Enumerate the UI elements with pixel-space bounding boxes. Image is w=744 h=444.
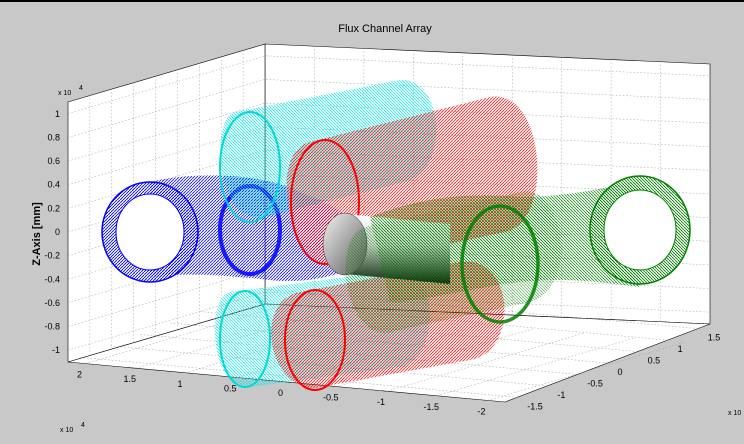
z-tick-label: -0.4 — [44, 274, 60, 284]
y-tick-label: 0 — [618, 367, 623, 377]
series-green-channel — [345, 175, 691, 333]
z-axis-ticks: -1 -0.8 -0.6 -0.4 -0.2 0 0.2 0.4 0.6 0.8 1 — [44, 109, 60, 355]
x-tick-label: 0 — [278, 388, 283, 398]
y-tick-label: -0.5 — [587, 378, 603, 388]
z-tick-label: -0.2 — [44, 251, 60, 261]
x-tick-label: 1 — [177, 379, 182, 389]
y-tick-label: 1 — [678, 344, 683, 354]
y-multiplier: x 10 — [728, 410, 741, 417]
z-multiplier-base: x 10 — [58, 90, 71, 97]
grid-line — [386, 332, 585, 392]
y-tick-label: 0.5 — [648, 356, 661, 366]
x-axis-ticks: 2 1.5 1 0.5 0 -0.5 -1 -1.5 -2 — [77, 370, 486, 417]
z-tick-label: 1 — [55, 109, 60, 119]
x-tick-label: 1.5 — [123, 374, 136, 384]
z-tick-label: -1 — [52, 345, 60, 355]
x-multiplier-base: x 10 — [60, 427, 73, 434]
z-tick-label: 0.4 — [47, 180, 60, 190]
grid-line — [487, 342, 685, 401]
y-tick-label: 1.5 — [708, 333, 721, 343]
z-multiplier-exp: 4 — [79, 85, 83, 92]
z-tick-label: 0 — [55, 227, 60, 237]
chart-title: Flux Channel Array — [338, 23, 432, 35]
y-axis-ticks: -1.5 -1 -0.5 0 0.5 1 1.5 — [527, 333, 720, 412]
z-tick-label: 0.8 — [47, 132, 60, 142]
z-axis-label: Z-Axis [mm] — [31, 202, 43, 266]
x-tick-label: -0.5 — [323, 393, 339, 403]
z-tick-label: -0.8 — [44, 322, 60, 332]
grid-line — [85, 305, 283, 364]
x-multiplier: x 10 4 — [60, 422, 85, 434]
x-tick-label: -1 — [377, 397, 385, 407]
x-multiplier-exp: 4 — [81, 422, 85, 429]
x-tick-label: 0.5 — [224, 383, 237, 393]
y-multiplier-base: x 10 — [728, 410, 741, 417]
z-tick-label: 0.6 — [47, 156, 60, 166]
x-tick-label: 2 — [77, 370, 82, 380]
z-multiplier: x 10 4 — [58, 85, 83, 97]
x-tick-label: -2 — [478, 406, 486, 416]
z-tick-label: -0.6 — [44, 298, 60, 308]
x-tick-label: -1.5 — [424, 402, 440, 412]
y-tick-label: -1.5 — [527, 401, 543, 411]
z-tick-label: 0.2 — [47, 203, 60, 213]
y-tick-label: -1 — [557, 390, 565, 400]
grid-line — [437, 337, 635, 397]
